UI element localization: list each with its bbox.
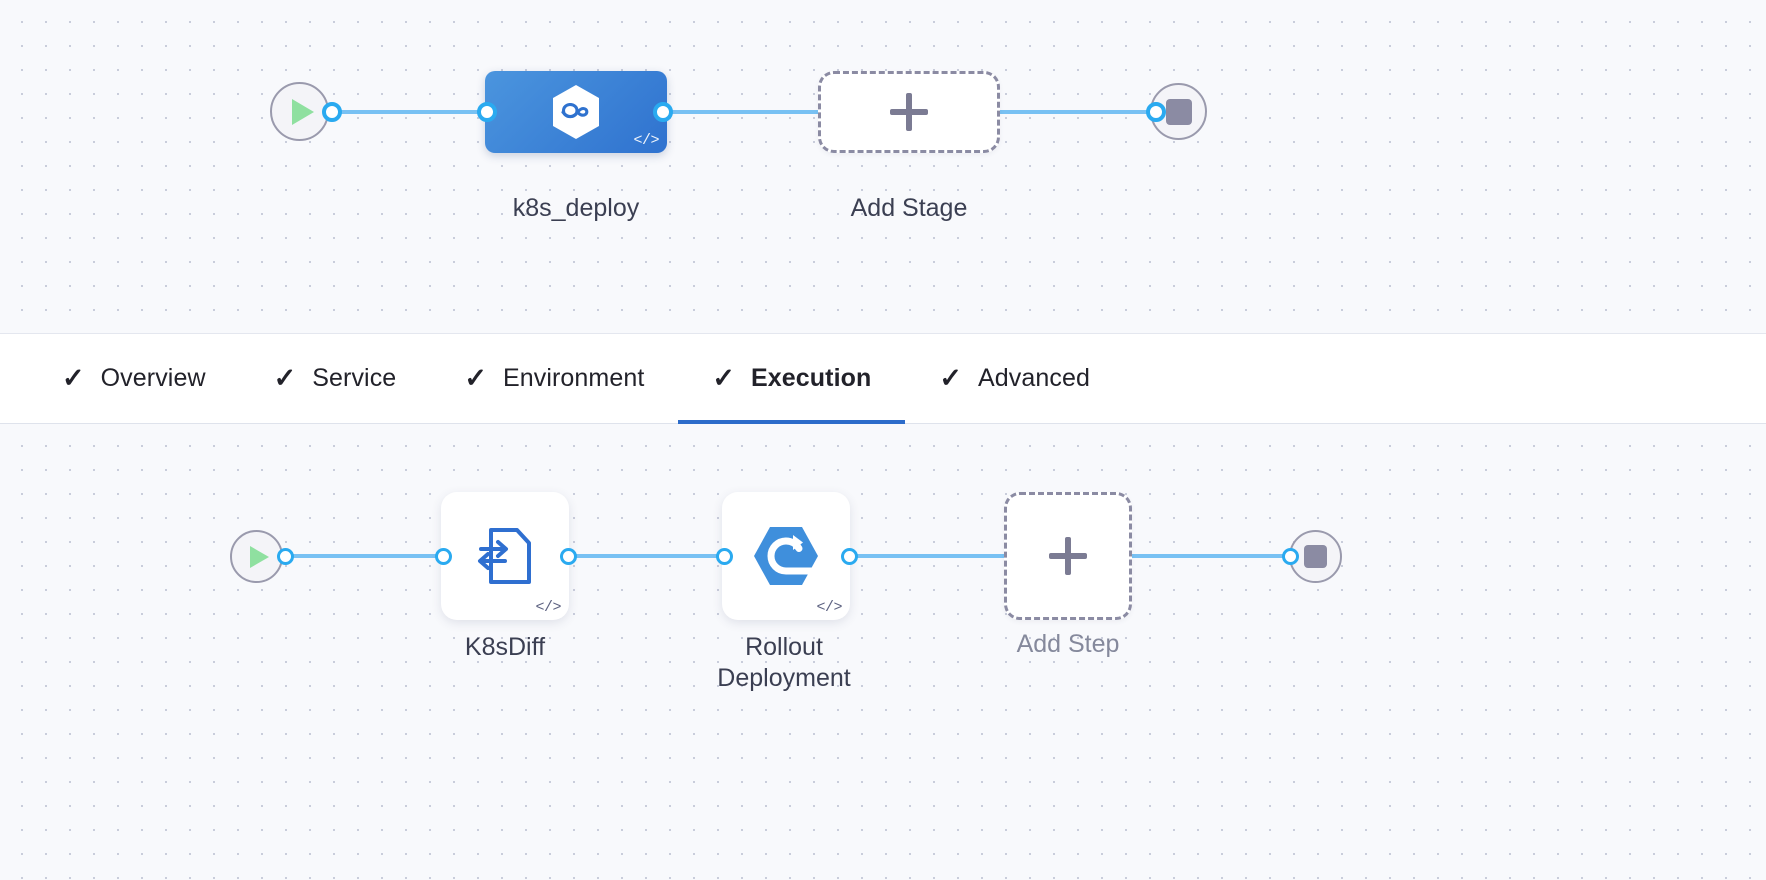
- tab-label-environment: Environment: [502, 364, 645, 392]
- tab-label-service: Service: [312, 364, 397, 392]
- stage-graph: </> k8s_deploy Add Stage: [0, 0, 1766, 333]
- tab-service[interactable]: ✓ Service: [240, 334, 431, 424]
- tab-label-overview: Overview: [100, 364, 206, 392]
- plus-icon: [1049, 537, 1087, 575]
- check-icon: ✓: [939, 363, 963, 393]
- file-diff-icon: [478, 528, 531, 584]
- wire-start-to-stage: [333, 110, 493, 114]
- tab-execution[interactable]: ✓ Execution: [678, 334, 906, 425]
- step-label-rollout-deployment: Rollout Deployment: [717, 633, 851, 693]
- add-stage-button[interactable]: [818, 71, 1000, 153]
- execution-end-node[interactable]: [1289, 530, 1342, 583]
- wire-start-to-k8sdiff: [288, 554, 453, 558]
- step-label-k8sdiff: K8sDiff: [464, 633, 546, 661]
- pipeline-start-node[interactable]: [270, 82, 329, 141]
- tab-environment[interactable]: ✓ Environment: [430, 334, 678, 424]
- port-stage-in[interactable]: [477, 102, 497, 122]
- check-icon: ✓: [62, 363, 85, 393]
- wire-k8sdiff-to-rollout: [560, 554, 730, 558]
- execution-start-node[interactable]: [230, 530, 283, 583]
- stage-node-k8s-deploy[interactable]: </>: [485, 71, 667, 153]
- wire-addstep-to-end: [1126, 554, 1294, 558]
- tab-label-execution: Execution: [751, 364, 872, 392]
- port-stage-out[interactable]: [653, 102, 673, 122]
- port-start-out[interactable]: [322, 102, 342, 122]
- add-step-label: Add Step: [1016, 630, 1120, 658]
- harness-hexagon-icon: [553, 85, 599, 139]
- stage-config-tabs: ✓ Overview ✓ Service ✓ Environment ✓ Exe…: [0, 334, 1766, 425]
- step-node-k8sdiff[interactable]: </>: [441, 492, 569, 620]
- port-k8sdiff-in[interactable]: [435, 548, 452, 565]
- plus-icon: [890, 93, 928, 131]
- stop-icon: [1165, 98, 1192, 125]
- port-end-in[interactable]: [1146, 102, 1166, 122]
- add-stage-label: Add Stage: [850, 194, 968, 222]
- code-badge-icon: </>: [633, 132, 659, 149]
- wire-rollout-to-addstep: [843, 554, 1013, 558]
- tab-advanced[interactable]: ✓ Advanced: [905, 334, 1124, 424]
- play-icon: [291, 98, 314, 125]
- code-badge-icon: </>: [535, 599, 561, 616]
- rollout-hexagon-icon: [754, 527, 818, 585]
- port-rollout-out[interactable]: [841, 548, 858, 565]
- port-rollout-in[interactable]: [716, 548, 733, 565]
- check-icon: ✓: [712, 363, 736, 393]
- play-icon: [249, 545, 269, 568]
- check-icon: ✓: [464, 363, 487, 393]
- stop-icon: [1304, 545, 1327, 568]
- tab-overview[interactable]: ✓ Overview: [28, 334, 240, 424]
- wire-addstage-to-end: [990, 110, 1165, 114]
- port-exec-start-out[interactable]: [277, 548, 294, 565]
- wire-stage-to-addstage: [660, 110, 830, 114]
- stage-label-k8s-deploy: k8s_deploy: [512, 194, 640, 222]
- execution-canvas[interactable]: </> K8sDiff </> Rollout Deployment: [0, 424, 1766, 880]
- add-step-button[interactable]: [1004, 492, 1132, 620]
- code-badge-icon: </>: [816, 599, 842, 616]
- tab-label-advanced: Advanced: [978, 364, 1091, 392]
- port-k8sdiff-out[interactable]: [560, 548, 577, 565]
- port-exec-end-in[interactable]: [1282, 548, 1299, 565]
- step-node-rollout-deployment[interactable]: </>: [722, 492, 850, 620]
- stage-canvas[interactable]: </> k8s_deploy Add Stage: [0, 0, 1766, 334]
- execution-graph: </> K8sDiff </> Rollout Deployment: [0, 424, 1766, 880]
- check-icon: ✓: [273, 363, 297, 393]
